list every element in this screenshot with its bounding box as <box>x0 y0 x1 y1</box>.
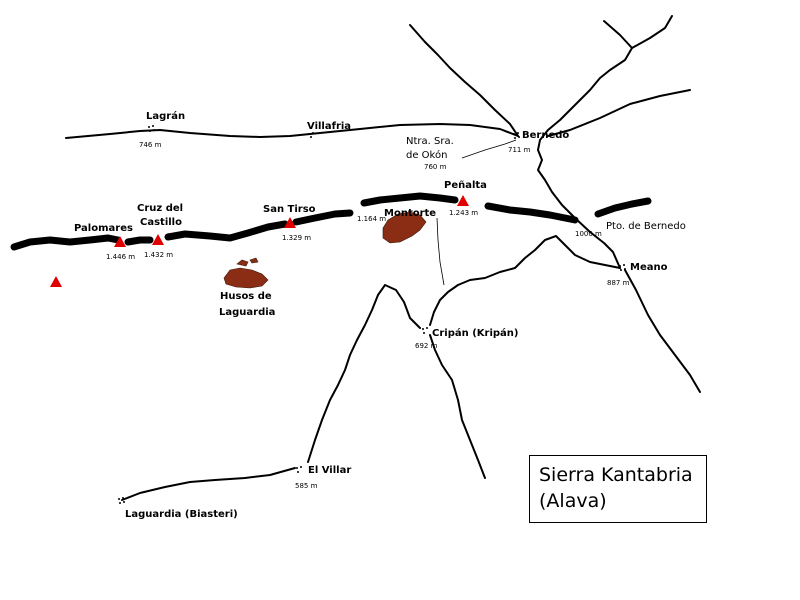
bernedo-marker <box>513 132 520 139</box>
bernedo-alt: 711 m <box>508 146 531 154</box>
lagran-label: Lagrán <box>146 110 185 122</box>
husos-rock-1 <box>223 267 269 289</box>
laguardia-marker <box>118 497 125 504</box>
ridge-center <box>164 220 289 242</box>
road-meano-se <box>624 269 701 393</box>
okon-label-2: de Okón <box>406 149 447 161</box>
road-elvillar-laguardia <box>121 467 296 501</box>
elvillar-alt: 585 m <box>295 482 318 490</box>
road-ne-top <box>631 15 673 49</box>
santirso-label: San Tirso <box>263 204 316 215</box>
husos-rock-2 <box>236 259 249 267</box>
road-cripan-south <box>429 334 486 479</box>
cruzcastillo-label-1: Cruz del <box>137 203 183 214</box>
map-title-line1: Sierra Kantabria <box>539 464 693 486</box>
meano-alt: 887 m <box>607 279 630 287</box>
road-meano-west <box>429 235 621 326</box>
ridge-west <box>10 234 122 251</box>
cripan-marker <box>422 327 428 334</box>
ridge-center-2 <box>292 209 354 226</box>
road-bernedo-nw <box>409 24 519 137</box>
roads <box>65 15 701 501</box>
road-bernedo-east <box>547 89 691 137</box>
peak-santirso-marker <box>284 217 296 228</box>
peak-extra-marker <box>50 276 62 287</box>
montorte-label: Montorte <box>384 208 436 219</box>
road-north-bernedo <box>537 20 633 269</box>
peaks <box>50 195 469 287</box>
map-title-box: Sierra Kantabria (Alava) <box>529 455 707 523</box>
palomares-label: Palomares <box>74 223 133 234</box>
lagran-marker <box>148 125 155 132</box>
cruzcastillo-label-2: Castillo <box>140 217 182 228</box>
path-okon <box>461 139 517 159</box>
villafria-marker <box>308 132 314 138</box>
palomares-alt: 1.446 m <box>106 253 135 261</box>
peak-penalta-marker <box>457 195 469 206</box>
pto-bernedo-label: Pto. de Bernedo <box>606 221 686 232</box>
village-markers <box>118 125 626 504</box>
husos-rock-3 <box>249 257 259 264</box>
montorte-alt: 1.164 m <box>357 215 386 223</box>
meano-marker <box>619 264 626 271</box>
lagran-alt: 746 m <box>139 141 162 149</box>
elvillar-marker <box>296 466 302 473</box>
okon-label-1: Ntra. Sra. <box>406 136 454 147</box>
montorte-rock <box>382 211 427 244</box>
villafria-label: Villafria <box>307 121 351 132</box>
path-ridge-cripan <box>436 217 445 286</box>
pto-bernedo-alt: 1000 m <box>575 230 602 238</box>
meano-label: Meano <box>630 262 668 273</box>
cruzcastillo-alt: 1.432 m <box>144 251 173 259</box>
laguardia-label: Laguardia (Biasteri) <box>125 509 238 520</box>
map-title-line2: (Alava) <box>539 490 607 512</box>
ridge-penalta-east <box>484 202 579 224</box>
ridge <box>10 192 652 251</box>
husos-label-2: Laguardia <box>219 307 275 318</box>
cripan-label: Cripán (Kripán) <box>432 327 518 339</box>
road-lagran-bernedo <box>65 123 519 139</box>
peak-palomares-marker <box>114 236 126 247</box>
cripan-alt: 692 m <box>415 342 438 350</box>
okon-alt: 760 m <box>424 163 447 171</box>
husos-label-1: Husos de <box>220 291 272 302</box>
bernedo-label: Bernedo <box>522 130 569 141</box>
rock-formations <box>223 211 427 289</box>
ridge-segment-2 <box>124 236 154 246</box>
ridge-montorte <box>360 192 459 207</box>
road-cripan-west <box>307 284 421 463</box>
penalta-alt: 1.243 m <box>449 209 478 217</box>
ridge-east <box>594 197 652 218</box>
peak-cruzcastillo-marker <box>152 234 164 245</box>
elvillar-label: El Villar <box>308 465 351 476</box>
santirso-alt: 1.329 m <box>282 234 311 242</box>
penalta-label: Peñalta <box>444 180 487 191</box>
